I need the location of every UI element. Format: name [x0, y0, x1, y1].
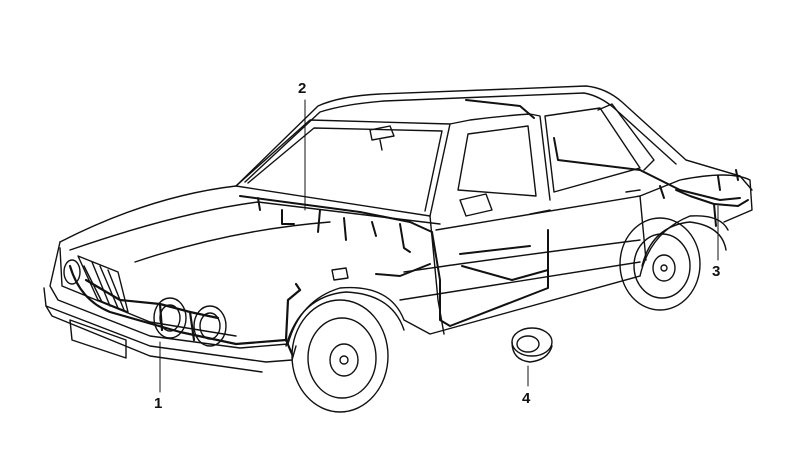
- leader-lines: [159, 99, 719, 393]
- car-body: [43, 85, 753, 413]
- callout-label-1: 1: [154, 395, 163, 412]
- callout-label-3: 3: [712, 263, 721, 280]
- wiring-harness-dashboard: [239, 99, 741, 327]
- wiring-harness-front: [68, 264, 302, 356]
- callout-label-4: 4: [522, 390, 531, 407]
- callout-label-2: 2: [298, 80, 307, 97]
- wiring-harness-rear: [659, 169, 749, 227]
- grommet-part: [511, 327, 553, 363]
